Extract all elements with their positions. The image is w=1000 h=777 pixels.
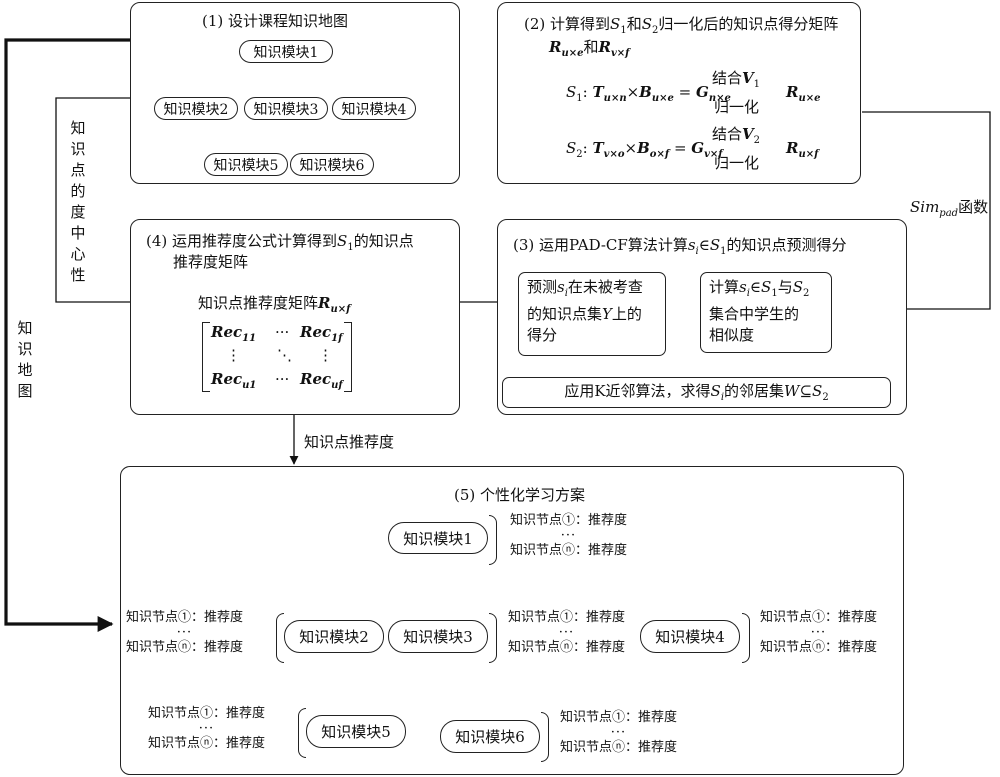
equation-s2: S2: Tv×o×Bo×f = Gv×f bbox=[566, 139, 723, 160]
knowledge-map-label: 知识地图 bbox=[17, 319, 33, 400]
node-list-m6: 知识节点①：推荐度···知识节点ⓝ：推荐度 bbox=[560, 710, 678, 755]
brace-m6 bbox=[541, 712, 549, 762]
p5-module-2: 知识模块2 bbox=[284, 620, 384, 653]
eq1-result: Ru×e bbox=[786, 83, 821, 104]
matrix-ddots: ⋱ bbox=[277, 346, 292, 364]
matrix-vdots-right: ⋮ bbox=[318, 346, 333, 364]
node-list-m3: 知识节点①：推荐度···知识节点ⓝ：推荐度 bbox=[508, 610, 626, 655]
node-list-m1: 知识节点①：推荐度···知识节点ⓝ：推荐度 bbox=[510, 513, 628, 558]
matrix-right-bracket bbox=[344, 322, 352, 392]
p1-module-2: 知识模块2 bbox=[154, 97, 238, 120]
node-list-m5: 知识节点①：推荐度···知识节点ⓝ：推荐度 bbox=[148, 706, 266, 751]
eq1-arrow-top-label: 结合V1 bbox=[712, 69, 761, 90]
equation-s1: S1: Tu×n×Bu×e = Gn×e bbox=[566, 83, 731, 104]
centrality-label: 知识点的度中心性 bbox=[70, 119, 86, 284]
panel2-title-line1: (2) 计算得到S1和S2归一化后的知识点得分矩阵 bbox=[524, 15, 839, 36]
matrix-hdots-top: ··· bbox=[275, 323, 290, 341]
matrix-vdots-left: ⋮ bbox=[226, 346, 241, 364]
matrix-left-bracket bbox=[202, 322, 210, 392]
brace-m1 bbox=[489, 515, 497, 565]
node-list-m4: 知识节点①：推荐度···知识节点ⓝ：推荐度 bbox=[760, 610, 878, 655]
brace-m2 bbox=[276, 613, 284, 663]
brace-m3 bbox=[489, 613, 497, 663]
brace-m4 bbox=[742, 613, 750, 663]
brace-m5 bbox=[298, 708, 306, 758]
p1-module-1: 知识模块1 bbox=[239, 40, 333, 63]
sim-flow-line bbox=[839, 111, 991, 314]
matrix-rec11: Rec11 bbox=[211, 323, 257, 344]
centrality-flow-line bbox=[55, 97, 180, 303]
matrix-hdots-bottom: ··· bbox=[275, 370, 290, 388]
p1-module-6: 知识模块6 bbox=[290, 153, 374, 176]
panel4-title-line2: 推荐度矩阵 bbox=[173, 253, 249, 271]
predict-score-box: 预测si在未被考查 的知识点集Y上的 得分 bbox=[518, 272, 666, 356]
matrix-recu1: Recu1 bbox=[211, 370, 257, 391]
similarity-box: 计算si∈S1与S2 集合中学生的 相似度 bbox=[700, 272, 832, 353]
p1-module-3: 知识模块3 bbox=[244, 97, 328, 120]
panel3-title: (3) 运用PAD-CF算法计算si∈S1的知识点预测得分 bbox=[513, 236, 847, 257]
panel-recommend-matrix bbox=[130, 219, 460, 415]
matrix-label: 知识点推荐度矩阵Ru×f bbox=[198, 294, 351, 315]
panel1-title: (1) 设计课程知识地图 bbox=[202, 12, 349, 30]
node-list-m2: 知识节点①：推荐度···知识节点ⓝ：推荐度 bbox=[126, 610, 244, 655]
sim-pad-label: Simpad函数 bbox=[910, 198, 989, 219]
panel5-title: (5) 个性化学习方案 bbox=[454, 486, 586, 504]
panel-score-matrix bbox=[497, 2, 861, 184]
map-flow-line bbox=[4, 38, 130, 632]
matrix-recuf: Recuf bbox=[300, 370, 343, 391]
p5-module-4: 知识模块4 bbox=[640, 620, 740, 653]
eq2-result: Ru×f bbox=[786, 139, 819, 160]
recommendation-flow-label: 知识点推荐度 bbox=[304, 433, 395, 451]
eq2-arrow-top-label: 结合V2 bbox=[712, 125, 761, 146]
knn-box: 应用K近邻算法，求得Si的邻居集W⊆S2 bbox=[502, 377, 891, 408]
p5-module-6: 知识模块6 bbox=[440, 720, 540, 753]
p5-module-3: 知识模块3 bbox=[388, 620, 488, 653]
eq2-arrow-bottom-label: 归一化 bbox=[714, 154, 760, 172]
panel4-title-line1: (4) 运用推荐度公式计算得到S1的知识点 bbox=[146, 232, 414, 253]
panel2-title-line2: Ru×e和Rv×f bbox=[549, 38, 630, 59]
eq1-arrow-bottom-label: 归一化 bbox=[714, 98, 760, 116]
p1-module-4: 知识模块4 bbox=[332, 97, 416, 120]
matrix-rec1f: Rec1f bbox=[300, 323, 343, 344]
p1-module-5: 知识模块5 bbox=[204, 153, 288, 176]
p5-module-5: 知识模块5 bbox=[306, 715, 406, 748]
p5-module-1: 知识模块1 bbox=[388, 522, 488, 554]
